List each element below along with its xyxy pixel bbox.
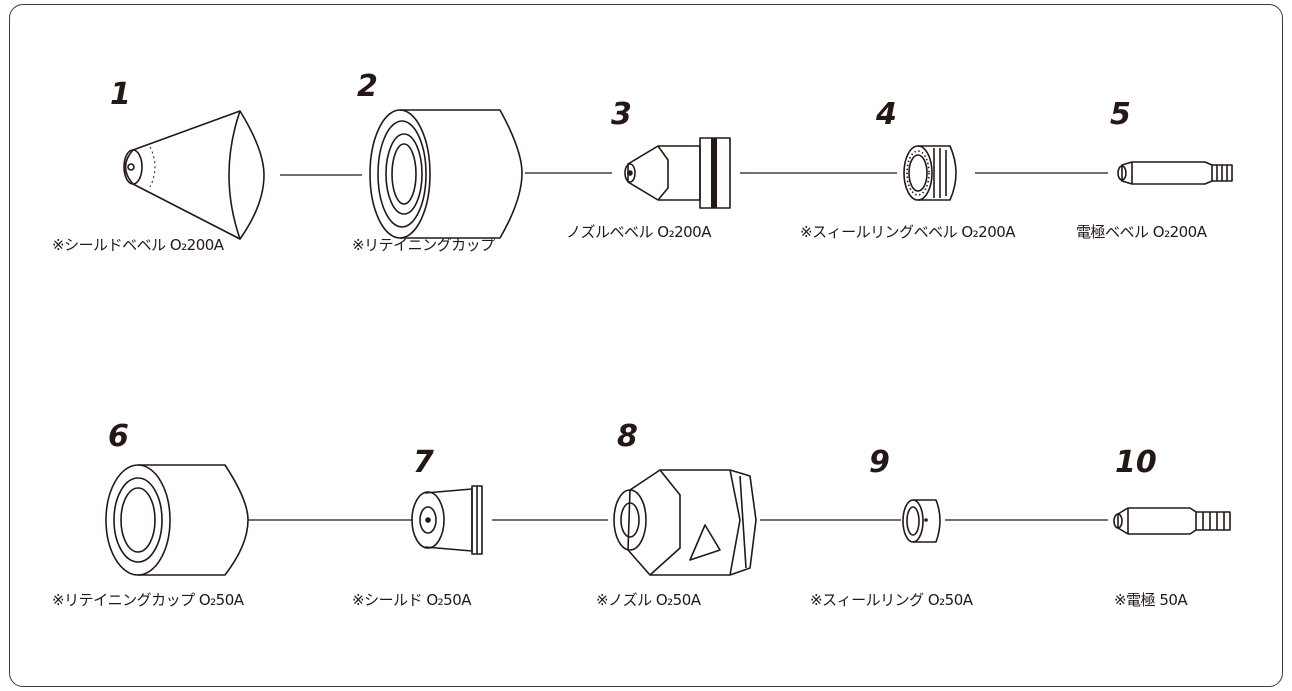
part-number-3: 3 (611, 97, 632, 132)
electrode-50a-drawing (1113, 507, 1231, 535)
part-number-9: 9 (869, 445, 890, 480)
part-number-7: 7 (413, 445, 434, 480)
part-label-8: ※ノズル O₂50A (596, 591, 701, 609)
part-number-8: 8 (617, 419, 638, 454)
diagram-frame (9, 4, 1283, 687)
part-label-5: 電極ベベル O₂200A (1076, 223, 1207, 241)
nozzle-o2-50a-drawing (613, 469, 757, 576)
retaining-cup-drawing (369, 109, 523, 239)
part-number-2: 2 (357, 69, 378, 104)
swirl-ring-o2-50a-drawing (902, 499, 941, 543)
part-number-6: 6 (108, 419, 129, 454)
part-number-1: 1 (110, 77, 131, 112)
electrode-bevel-o2-200a-drawing (1117, 161, 1233, 185)
part-label-2: ※リテイニングカップ (352, 236, 495, 254)
shield-o2-50a-drawing (411, 485, 483, 555)
part-number-10: 10 (1115, 445, 1157, 480)
part-label-10: ※電極 50A (1114, 591, 1188, 609)
part-label-6: ※リテイニングカップ O₂50A (52, 591, 244, 609)
part-label-3: ノズルベベル O₂200A (566, 223, 711, 241)
swirl-ring-bevel-o2-200a-drawing (903, 145, 957, 201)
part-number-4: 4 (876, 97, 897, 132)
part-label-4: ※スィールリングベベル O₂200A (800, 223, 1016, 241)
part-label-7: ※シールド O₂50A (352, 591, 472, 609)
retaining-cup-o2-50a-drawing (105, 464, 249, 576)
nozzle-bevel-o2-200a-drawing (624, 137, 731, 209)
connector-lines-row-1 (280, 172, 1108, 176)
shield-bevel-o2-200a-drawing (123, 110, 265, 240)
part-label-9: ※スィールリング O₂50A (810, 591, 973, 609)
part-label-1: ※シールドベベル O₂200A (52, 236, 224, 254)
part-number-5: 5 (1110, 97, 1131, 132)
